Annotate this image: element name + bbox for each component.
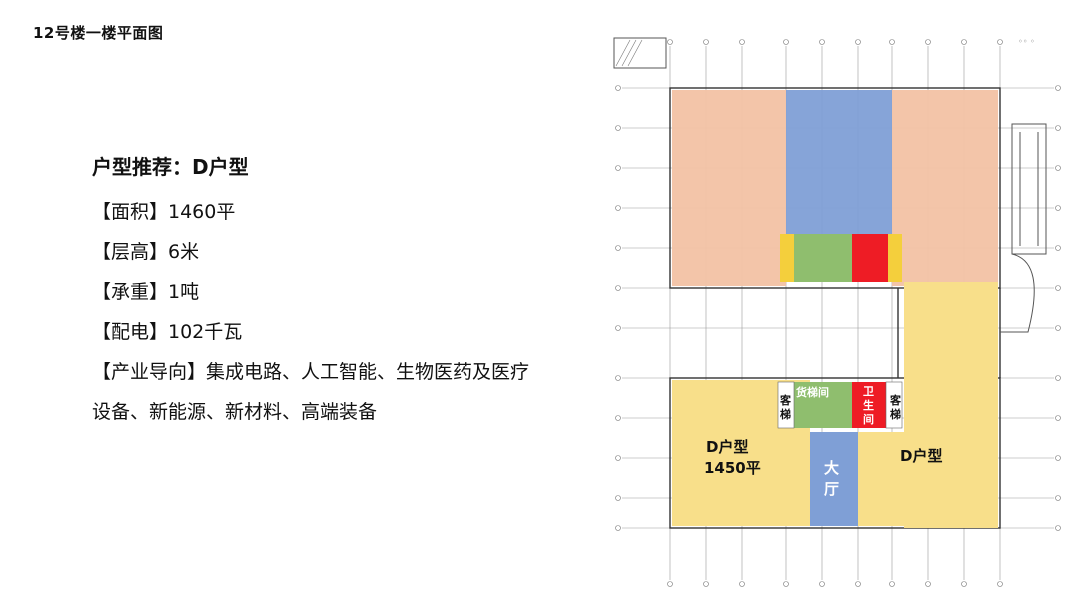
load-bearing-line: 【承重】1吨 xyxy=(92,281,200,303)
drawing-marker-icon: ◦◦ ◦ xyxy=(1018,37,1035,46)
upper-core-green xyxy=(794,234,852,282)
lobby-label-2: 厅 xyxy=(824,480,839,498)
passenger-elevator-left-2: 梯 xyxy=(780,407,791,421)
right-unit-label: D户型 xyxy=(900,447,942,465)
restroom-label-3: 间 xyxy=(863,413,874,426)
upper-core-red xyxy=(852,234,888,282)
passenger-elevator-left-1: 客 xyxy=(779,393,792,407)
lobby-label-1: 大 xyxy=(824,459,839,477)
lower-core-red xyxy=(852,382,886,428)
power-line: 【配电】102千瓦 xyxy=(92,321,243,343)
floor-height-line: 【层高】6米 xyxy=(92,241,200,263)
lower-core-white-left xyxy=(777,381,795,429)
restroom-label-2: 生 xyxy=(863,398,874,412)
upper-center-zone xyxy=(786,90,892,234)
upper-core-yellow-left xyxy=(780,234,794,282)
page-title: 12号楼一楼平面图 xyxy=(33,24,164,42)
upper-left-zone xyxy=(672,90,786,286)
industry-line: 【产业导向】集成电路、人工智能、生物医药及医疗设备、新能源、新材料、高端装备 xyxy=(92,361,530,423)
area-line: 【面积】1460平 xyxy=(92,201,236,223)
upper-core-yellow-right xyxy=(888,234,902,282)
unit-info-panel: 户型推荐：D户型 【面积】1460平 【层高】6米 【承重】1吨 【配电】102… xyxy=(92,152,552,432)
hatched-structure xyxy=(613,37,667,69)
curved-stair-tower xyxy=(1000,123,1047,333)
lower-right-zone xyxy=(858,432,904,526)
right-wing-zone xyxy=(904,282,998,528)
building-outline xyxy=(669,87,1001,529)
passenger-elevator-right-1: 客 xyxy=(889,393,902,407)
lower-core-green xyxy=(794,382,852,428)
lower-lobby-zone xyxy=(810,432,858,526)
floor-plan: ◦◦ ◦ D户型 1450平 D户型 大 厅 货梯间 客 梯 客 梯 卫 生 间 xyxy=(608,32,1064,592)
restroom-label-1: 卫 xyxy=(863,385,874,398)
upper-right-zone xyxy=(892,90,998,286)
unit-recommendation-heading: 户型推荐：D户型 xyxy=(92,155,249,179)
freight-elevator-label: 货梯间 xyxy=(795,385,829,399)
passenger-elevator-right-2: 梯 xyxy=(890,407,901,421)
lower-core-white-right xyxy=(885,381,903,429)
left-unit-label: D户型 xyxy=(706,438,748,456)
left-unit-area: 1450平 xyxy=(704,459,761,477)
